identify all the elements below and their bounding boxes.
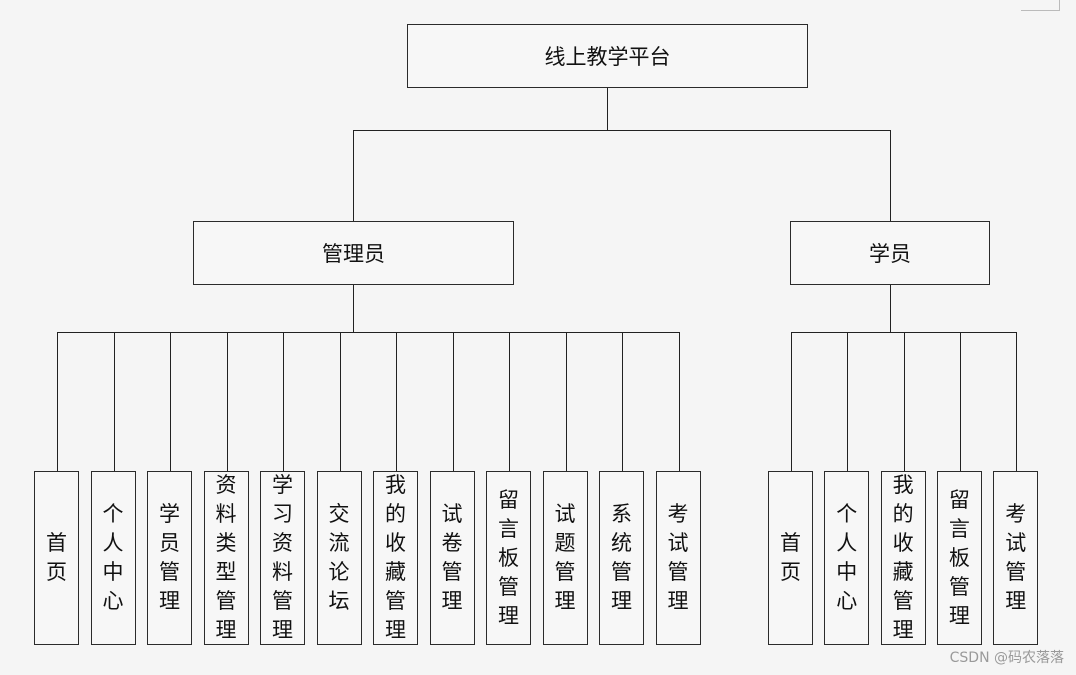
admin-leaf-node: 试卷管理: [429, 471, 475, 645]
admin-leaf-label: 个人中心: [102, 502, 124, 613]
connector-root-down: [607, 88, 608, 130]
student-node: 学员: [790, 221, 990, 285]
student-leaf-node: 个人中心: [824, 471, 870, 645]
student-leaf-node: 留言板管理: [936, 471, 982, 645]
student-leaf-node: 首页: [768, 471, 813, 645]
connector-student-leaf: [791, 332, 792, 471]
student-leaf-label: 我的收藏管理: [892, 473, 914, 642]
connector-admin-leaf: [452, 332, 454, 471]
corner-mark: [1021, 0, 1060, 11]
admin-leaf-label: 试卷管理: [441, 502, 463, 613]
connector-to-student: [890, 130, 891, 221]
admin-leaf-node: 学员管理: [147, 471, 192, 645]
admin-leaf-node: 交流论坛: [316, 471, 362, 645]
admin-leaf-node: 留言板管理: [486, 471, 531, 645]
connector-student-leaf: [959, 332, 961, 471]
admin-leaf-node: 系统管理: [599, 471, 644, 645]
connector-admin-leaf: [339, 332, 341, 471]
connector-root-bar: [353, 130, 891, 131]
connector-admin-leaf: [622, 332, 623, 471]
connector-student-leaf: [1016, 332, 1018, 471]
admin-leaf-label: 考试管理: [667, 502, 689, 613]
connector-admin-down: [353, 285, 354, 332]
admin-leaf-label: 学习资料管理: [272, 473, 293, 642]
admin-leaf-node: 我的收藏管理: [373, 471, 418, 645]
admin-node: 管理员: [193, 221, 514, 285]
student-leaf-node: 我的收藏管理: [880, 471, 926, 645]
connector-admin-leaf: [170, 332, 171, 471]
connector-admin-leaf: [678, 332, 680, 471]
connector-admin-leaf: [113, 332, 115, 471]
admin-leaf-label: 资料类型管理: [215, 473, 237, 642]
admin-leaf-node: 资料类型管理: [203, 471, 249, 645]
admin-leaf-node: 首页: [34, 471, 79, 645]
connector-student-leaf: [847, 332, 849, 471]
admin-leaf-label: 我的收藏管理: [385, 473, 406, 642]
admin-leaf-label: 系统管理: [611, 502, 632, 613]
connector-student-down: [890, 285, 891, 332]
student-leaf-label: 留言板管理: [948, 487, 970, 628]
connector-student-leaf: [903, 332, 905, 471]
admin-leaf-label: 首页: [46, 531, 67, 584]
admin-leaf-label: 留言板管理: [498, 487, 519, 628]
admin-leaf-label: 学员管理: [159, 502, 180, 613]
connector-admin-bar: [57, 332, 680, 333]
admin-label: 管理员: [322, 242, 385, 266]
connector-admin-leaf: [57, 332, 58, 471]
admin-leaf-node: 学习资料管理: [260, 471, 305, 645]
student-leaf-label: 个人中心: [836, 502, 858, 613]
connector-admin-leaf: [509, 332, 510, 471]
connector-admin-leaf: [226, 332, 228, 471]
admin-leaf-node: 个人中心: [90, 471, 136, 645]
student-leaf-label: 首页: [780, 531, 801, 584]
connector-to-admin: [353, 130, 354, 221]
admin-leaf-label: 交流论坛: [328, 502, 350, 613]
admin-leaf-node: 考试管理: [655, 471, 701, 645]
student-leaf-label: 考试管理: [1005, 502, 1027, 613]
connector-admin-leaf: [565, 332, 567, 471]
admin-leaf-node: 试题管理: [542, 471, 588, 645]
admin-leaf-label: 试题管理: [554, 502, 576, 613]
root-label: 线上教学平台: [544, 45, 671, 69]
connector-admin-leaf: [283, 332, 284, 471]
connector-admin-leaf: [396, 332, 397, 471]
watermark: CSDN @码农落落: [949, 650, 1064, 666]
student-leaf-node: 考试管理: [993, 471, 1039, 645]
root-node: 线上教学平台: [407, 24, 808, 88]
student-label: 学员: [869, 242, 911, 266]
